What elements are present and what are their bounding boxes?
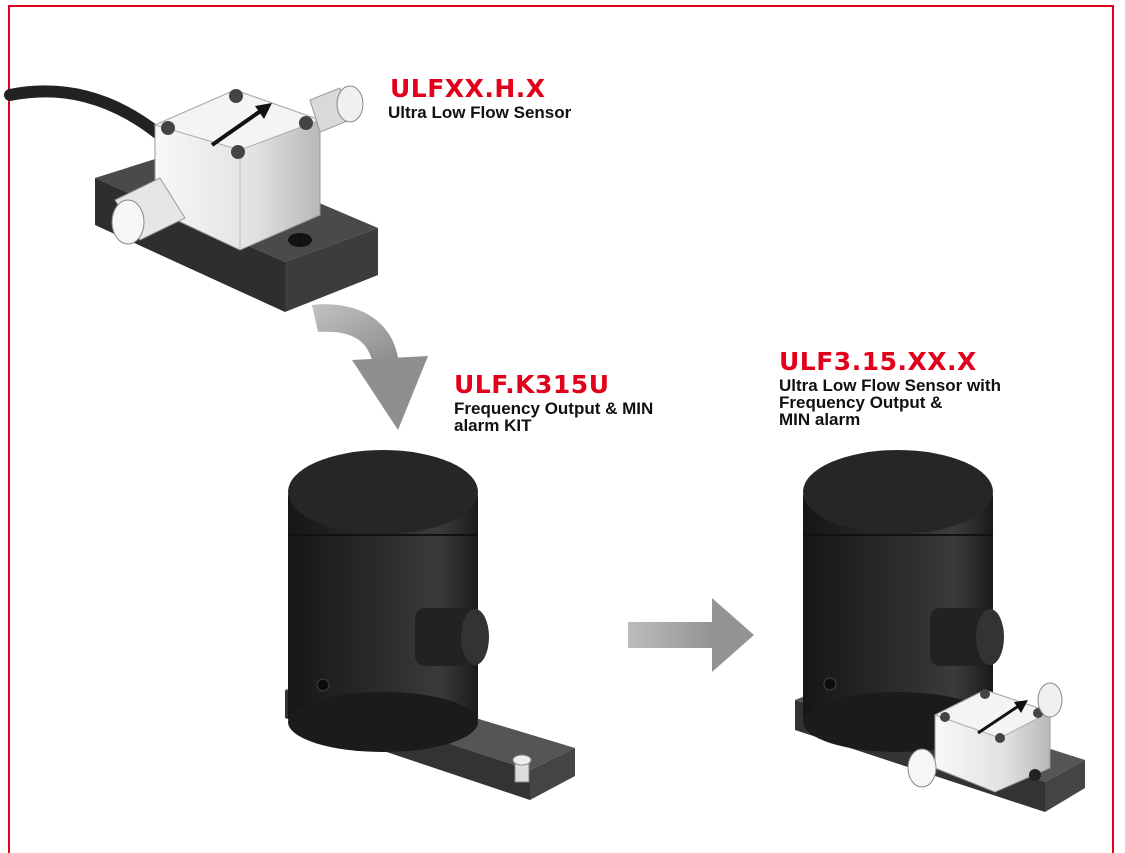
product-description-combined-line2: Frequency Output & bbox=[779, 393, 943, 412]
combined-sensor-unit-image bbox=[795, 450, 1085, 812]
product-description-combined-line3: MIN alarm bbox=[779, 410, 861, 429]
product-description-kit-line1: Frequency Output & MIN bbox=[454, 399, 654, 418]
arrow-right-icon bbox=[628, 598, 754, 672]
product-code-ulfxx: ULFXX.H.X bbox=[390, 74, 546, 103]
ultra-low-flow-sensor-image bbox=[4, 85, 378, 312]
product-description-combined-line1: Ultra Low Flow Sensor with bbox=[779, 376, 1001, 395]
diagram-frame bbox=[8, 5, 1114, 853]
frequency-output-kit-image bbox=[285, 450, 575, 800]
curved-arrow-down-icon bbox=[312, 304, 428, 430]
product-code-kit: ULF.K315U bbox=[454, 370, 610, 399]
product-description-kit-line2: alarm KIT bbox=[454, 416, 532, 435]
product-code-combined: ULF3.15.XX.X bbox=[779, 347, 977, 376]
product-description-ulfxx: Ultra Low Flow Sensor bbox=[388, 103, 572, 122]
